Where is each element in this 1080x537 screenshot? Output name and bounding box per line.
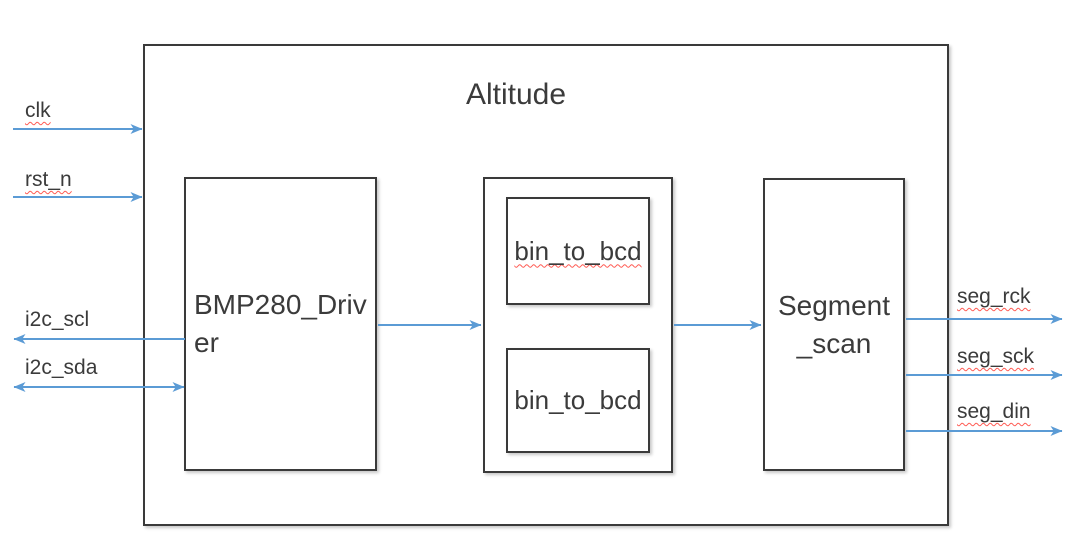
block-bmp280-driver-label-line2: er — [194, 327, 219, 358]
port-label-i2c-sda: i2c_sda — [25, 356, 98, 379]
altitude-module-box — [143, 44, 949, 526]
port-label-seg-rck: seg_rck — [957, 285, 1031, 308]
block-bmp280-driver: BMP280_Driv er — [184, 177, 377, 471]
block-bin-to-bcd-top: bin_to_bcd — [506, 197, 650, 305]
port-label-seg-din: seg_din — [957, 400, 1031, 423]
diagram-title: Altitude — [465, 78, 567, 111]
block-bmp280-driver-label: BMP280_Driv er — [186, 286, 367, 362]
port-label-clk: clk — [25, 99, 51, 122]
port-label-seg-sck: seg_sck — [957, 345, 1035, 368]
block-segment-scan-label-line1: Segment — [777, 289, 891, 321]
block-bin-to-bcd-top-label: bin_to_bcd — [514, 235, 642, 266]
block-bmp280-driver-label-line1: BMP280_Driv — [194, 289, 367, 320]
block-bin-to-bcd-bottom-label: bin_to_bcd — [514, 385, 642, 415]
port-label-rst-n: rst_n — [25, 168, 72, 191]
block-segment-scan-label-line2: _scan — [796, 327, 872, 359]
block-segment-scan-label: Segment _scan — [778, 287, 890, 363]
block-segment-scan: Segment _scan — [763, 178, 905, 471]
block-bin-to-bcd-bottom: bin_to_bcd — [506, 348, 650, 453]
port-label-i2c-scl: i2c_scl — [25, 308, 90, 331]
